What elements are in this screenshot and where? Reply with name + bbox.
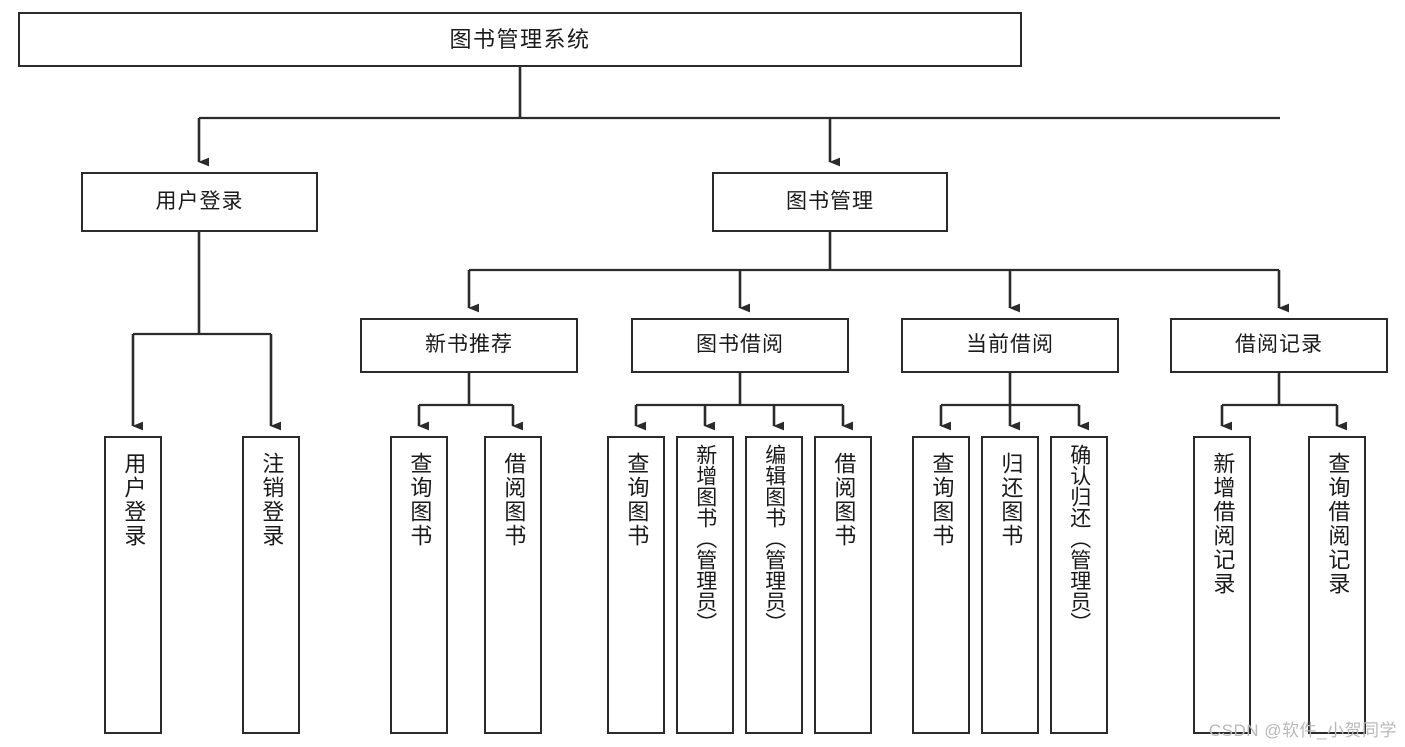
node-label: 新书推荐	[425, 333, 513, 357]
leaf-add-book-admin[interactable]: 新增图书（管理员）	[676, 436, 734, 734]
leaf-edit-book-admin[interactable]: 编辑图书（管理员）	[745, 436, 803, 734]
leaf-query-book-new[interactable]: 查询图书	[390, 436, 448, 734]
node-root-book-management-system[interactable]: 图书管理系统	[18, 12, 1022, 67]
leaf-query-book-borrow[interactable]: 查询图书	[607, 436, 665, 734]
node-label: 归还图书	[998, 452, 1024, 548]
node-label: 确认归还（管理员）	[1067, 444, 1091, 633]
node-label: 图书管理	[786, 189, 874, 213]
node-label: 用户登录	[155, 189, 244, 213]
node-label: 查询图书	[929, 452, 955, 548]
node-current-borrowing[interactable]: 当前借阅	[901, 318, 1119, 373]
node-label: 借阅图书	[831, 452, 857, 548]
node-label: 新增借阅记录	[1210, 452, 1236, 596]
node-label: 图书借阅	[696, 333, 784, 357]
leaf-user-login[interactable]: 用户登录	[104, 436, 162, 734]
node-label: 借阅记录	[1235, 333, 1323, 357]
node-label: 编辑图书（管理员）	[762, 444, 786, 633]
node-new-book-recommendation[interactable]: 新书推荐	[360, 318, 578, 373]
node-borrowing-record[interactable]: 借阅记录	[1170, 318, 1388, 373]
node-user-login[interactable]: 用户登录	[81, 172, 318, 232]
leaf-return-book[interactable]: 归还图书	[981, 436, 1039, 734]
node-label: 借阅图书	[501, 452, 527, 548]
leaf-borrow-book[interactable]: 借阅图书	[814, 436, 872, 734]
leaf-borrow-book-new[interactable]: 借阅图书	[484, 436, 542, 734]
leaf-confirm-return-admin[interactable]: 确认归还（管理员）	[1050, 436, 1108, 734]
node-book-borrowing[interactable]: 图书借阅	[631, 318, 849, 373]
node-label: 新增图书（管理员）	[693, 444, 717, 633]
node-label: 查询图书	[407, 452, 433, 548]
node-label: 查询借阅记录	[1325, 452, 1351, 596]
csdn-watermark: CSDN @软件_小贺同学	[1208, 721, 1397, 740]
leaf-query-borrow-record[interactable]: 查询借阅记录	[1308, 436, 1366, 734]
leaf-query-book-current[interactable]: 查询图书	[912, 436, 970, 734]
node-label: 用户登录	[121, 452, 147, 548]
node-label: 图书管理系统	[449, 26, 591, 52]
node-label: 查询图书	[624, 452, 650, 548]
leaf-add-borrow-record[interactable]: 新增借阅记录	[1193, 436, 1251, 734]
leaf-logout[interactable]: 注销登录	[242, 436, 300, 734]
node-book-management[interactable]: 图书管理	[712, 172, 948, 232]
node-label: 注销登录	[259, 452, 285, 548]
node-label: 当前借阅	[966, 333, 1054, 357]
